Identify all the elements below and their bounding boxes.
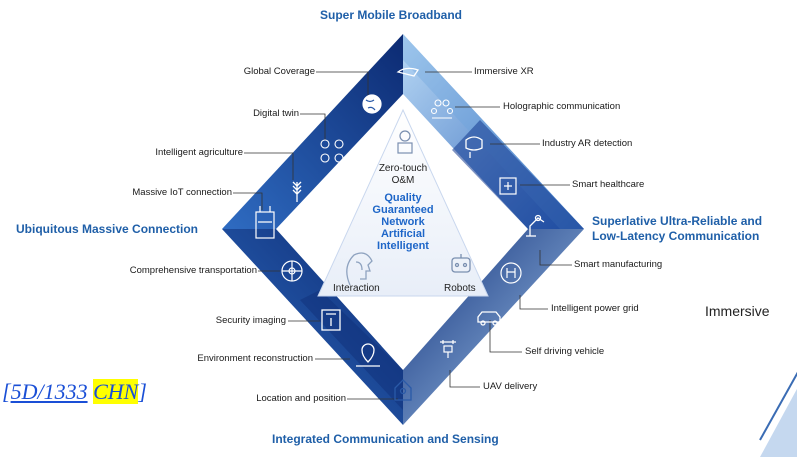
label-uav-delivery: UAV delivery bbox=[483, 381, 538, 392]
label-self-driving-vehicle: Self driving vehicle bbox=[525, 346, 605, 357]
heading-right-line1: Superlative Ultra-Reliable and bbox=[592, 214, 763, 228]
scanner-icon bbox=[321, 309, 341, 331]
center-quality-3: Network bbox=[381, 216, 425, 228]
label-industry-ar-detection: Industry AR detection bbox=[542, 138, 633, 149]
label-immersive-xr: Immersive XR bbox=[474, 66, 534, 77]
right-connectors bbox=[425, 71, 572, 388]
hospital-icon bbox=[499, 177, 517, 195]
label-intelligent-power-grid: Intelligent power grid bbox=[551, 303, 639, 314]
center-quality-1: Quality bbox=[384, 192, 422, 204]
label-smart-manufacturing: Smart manufacturing bbox=[574, 259, 663, 270]
map-pin-icon bbox=[356, 343, 380, 367]
label-global-coverage: Global Coverage bbox=[243, 66, 315, 77]
factory-icon bbox=[255, 206, 275, 239]
worker-icon bbox=[397, 130, 413, 154]
center-quality-2: Guaranteed bbox=[372, 204, 434, 216]
robot-icon bbox=[451, 254, 471, 273]
diamond-bottom-band bbox=[403, 229, 584, 425]
label-location-position: Location and position bbox=[256, 393, 346, 404]
diamond-top-band bbox=[403, 34, 584, 229]
center-quality-5: Intelligent bbox=[377, 240, 429, 252]
ai-head-icon bbox=[346, 252, 373, 286]
heading-right-line2: Low-Latency Communication bbox=[592, 229, 760, 243]
label-environment-reconstruction: Environment reconstruction bbox=[197, 353, 313, 364]
power-grid-icon bbox=[500, 262, 522, 284]
car-icon bbox=[477, 311, 501, 326]
corner-line bbox=[759, 371, 797, 441]
reference-close-bracket: ] bbox=[138, 379, 147, 404]
partial-immersive-text: Immersive bbox=[705, 303, 770, 319]
heading-left: Ubiquitous Massive Connection bbox=[16, 222, 199, 236]
center-zero-touch-1: Zero-touch bbox=[378, 163, 428, 174]
center-triangle bbox=[317, 108, 489, 297]
cloud-network-icon bbox=[320, 139, 344, 163]
corner-shape bbox=[760, 388, 797, 457]
label-holographic-communication: Holographic communication bbox=[503, 101, 621, 112]
globe-icon bbox=[362, 94, 382, 114]
center-interaction: Interaction bbox=[333, 283, 380, 294]
center-zero-touch-2: O&M bbox=[391, 175, 415, 186]
label-comprehensive-transportation: Comprehensive transportation bbox=[129, 265, 257, 276]
reference-open-bracket: [ bbox=[2, 379, 11, 404]
people-icon bbox=[430, 99, 454, 119]
center-robots: Robots bbox=[444, 283, 476, 294]
left-connectors bbox=[233, 71, 398, 400]
diamond-right-dark bbox=[452, 120, 584, 229]
house-location-icon bbox=[394, 379, 412, 401]
reference-note: [5D/1333 CHN] bbox=[2, 379, 147, 405]
label-massive-iot: Massive IoT connection bbox=[132, 187, 232, 198]
diamond-bottom-left-dark bbox=[300, 290, 403, 410]
reference-country: CHN bbox=[93, 379, 139, 404]
robot-arm-icon bbox=[526, 214, 545, 237]
wheel-icon bbox=[281, 260, 303, 282]
reference-code-link[interactable]: 5D/1333 bbox=[10, 379, 88, 404]
vr-glasses-icon bbox=[396, 67, 420, 77]
diamond-left-band bbox=[222, 34, 403, 229]
heading-top: Super Mobile Broadband bbox=[320, 8, 463, 22]
label-smart-healthcare: Smart healthcare bbox=[572, 179, 645, 190]
diamond-top-right bbox=[403, 34, 584, 229]
heading-bottom: Integrated Communication and Sensing bbox=[272, 432, 499, 446]
drone-icon bbox=[440, 340, 456, 358]
diamond-left-lower bbox=[222, 229, 403, 425]
label-digital-twin: Digital twin bbox=[253, 108, 299, 119]
ar-headset-icon bbox=[465, 136, 483, 158]
label-security-imaging: Security imaging bbox=[215, 315, 286, 326]
wheat-icon bbox=[292, 181, 302, 202]
center-quality-4: Artificial bbox=[380, 228, 425, 240]
label-intelligent-agriculture: Intelligent agriculture bbox=[155, 147, 243, 158]
